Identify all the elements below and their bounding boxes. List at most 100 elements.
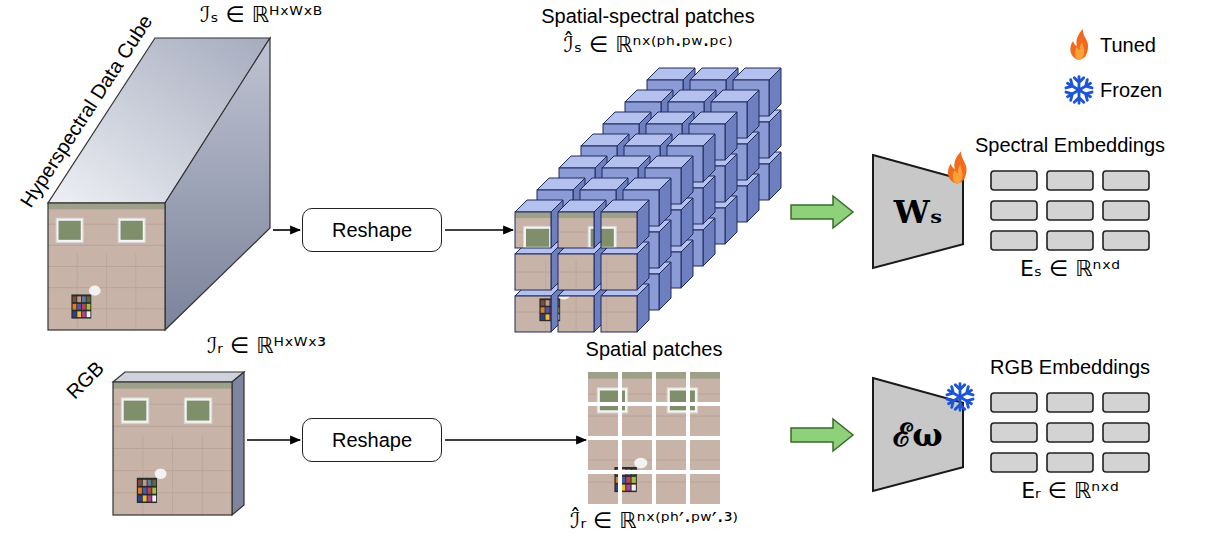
wall-seam (588, 460, 720, 461)
wall-seam (687, 425, 688, 504)
checker-cell (621, 469, 625, 475)
checker-cell (541, 314, 545, 319)
wall-seam (654, 425, 655, 504)
checker-cell (616, 477, 620, 483)
wall-seam (588, 460, 720, 461)
color-checker (539, 298, 560, 321)
checker-cell (626, 477, 630, 483)
checker-cell (621, 477, 625, 483)
checker-cell (626, 485, 630, 491)
photo-piece (48, 203, 165, 330)
wall-seam (588, 416, 720, 417)
flame-inner (953, 165, 963, 184)
wall (515, 212, 637, 332)
wall-seam (588, 394, 720, 395)
color-checker (71, 294, 91, 318)
wall (588, 372, 720, 504)
photo-piece (515, 212, 637, 332)
window-glass (670, 390, 695, 410)
checker-cell (621, 469, 625, 475)
window-glass (600, 390, 625, 410)
checker-cell (626, 469, 630, 475)
wall-seam (621, 425, 622, 504)
checker-cell (616, 477, 620, 483)
wall-seam (545, 260, 546, 332)
checker-cell (632, 469, 636, 475)
foliage (588, 372, 720, 379)
white-target (634, 458, 647, 469)
window-frame (667, 388, 697, 413)
photo (515, 212, 637, 332)
checker-cell (626, 485, 630, 491)
block-arrow (791, 196, 853, 228)
wall-seam (588, 438, 720, 439)
wall-seam (621, 425, 622, 504)
photo-piece (515, 212, 637, 332)
white-target (89, 286, 101, 296)
photo (515, 212, 637, 332)
wall-seam (687, 425, 688, 504)
checker-cell (555, 300, 559, 305)
cube-front (515, 296, 551, 332)
shape-group (515, 68, 781, 332)
window-frame (667, 388, 697, 413)
checker-cell (621, 485, 625, 491)
checker-cell (626, 485, 630, 491)
snowflake-icon (1065, 77, 1093, 104)
checker-cell (143, 488, 147, 494)
checker-cell (621, 469, 625, 475)
wall-seam (588, 482, 720, 483)
window-glass (526, 229, 549, 247)
color-checker (614, 467, 636, 492)
wall-seam (515, 312, 637, 313)
wall-seam (588, 460, 720, 461)
window-glass (670, 390, 695, 410)
foliage (113, 382, 232, 389)
checker-cell (541, 307, 545, 312)
checker-cell (621, 469, 625, 475)
wall-seam (606, 260, 607, 332)
wall-seam (588, 438, 720, 439)
wall-seam (588, 438, 720, 439)
checker-cell (541, 300, 545, 305)
photo-piece (515, 212, 637, 332)
checker-cell (626, 469, 630, 475)
foliage (588, 372, 720, 379)
wall-seam (687, 425, 688, 504)
checker-cell (626, 485, 630, 491)
snowflake-arm (946, 386, 974, 408)
checker-cell (616, 477, 620, 483)
window-glass (526, 229, 549, 247)
checker-cell (550, 307, 554, 312)
window-glass (526, 229, 549, 247)
wall-seam (588, 438, 720, 439)
white-target (558, 290, 570, 300)
photo (588, 372, 720, 504)
checker-cell (621, 485, 625, 491)
window-glass (600, 390, 625, 410)
checker-cell (148, 495, 152, 501)
checker-cell (616, 485, 620, 491)
checker-cell (626, 469, 630, 475)
checker-cell (626, 477, 630, 483)
wall-seam (687, 425, 688, 504)
wall-seam (687, 425, 688, 504)
checker-cell (616, 485, 620, 491)
window-frame (597, 388, 627, 413)
color-checker (614, 467, 636, 492)
photo-piece (588, 372, 720, 504)
checker-cell (541, 314, 545, 319)
checker-cell (616, 485, 620, 491)
checker-cell (546, 300, 550, 305)
checker-cell (550, 307, 554, 312)
checker-cell (632, 477, 636, 483)
wall-seam (515, 292, 637, 293)
photo (588, 372, 720, 504)
window-glass (670, 390, 695, 410)
window-frame (667, 388, 697, 413)
checker-cell (632, 477, 636, 483)
checker-cell (626, 469, 630, 475)
wall-seam (576, 260, 577, 332)
wall-seam (588, 438, 720, 439)
